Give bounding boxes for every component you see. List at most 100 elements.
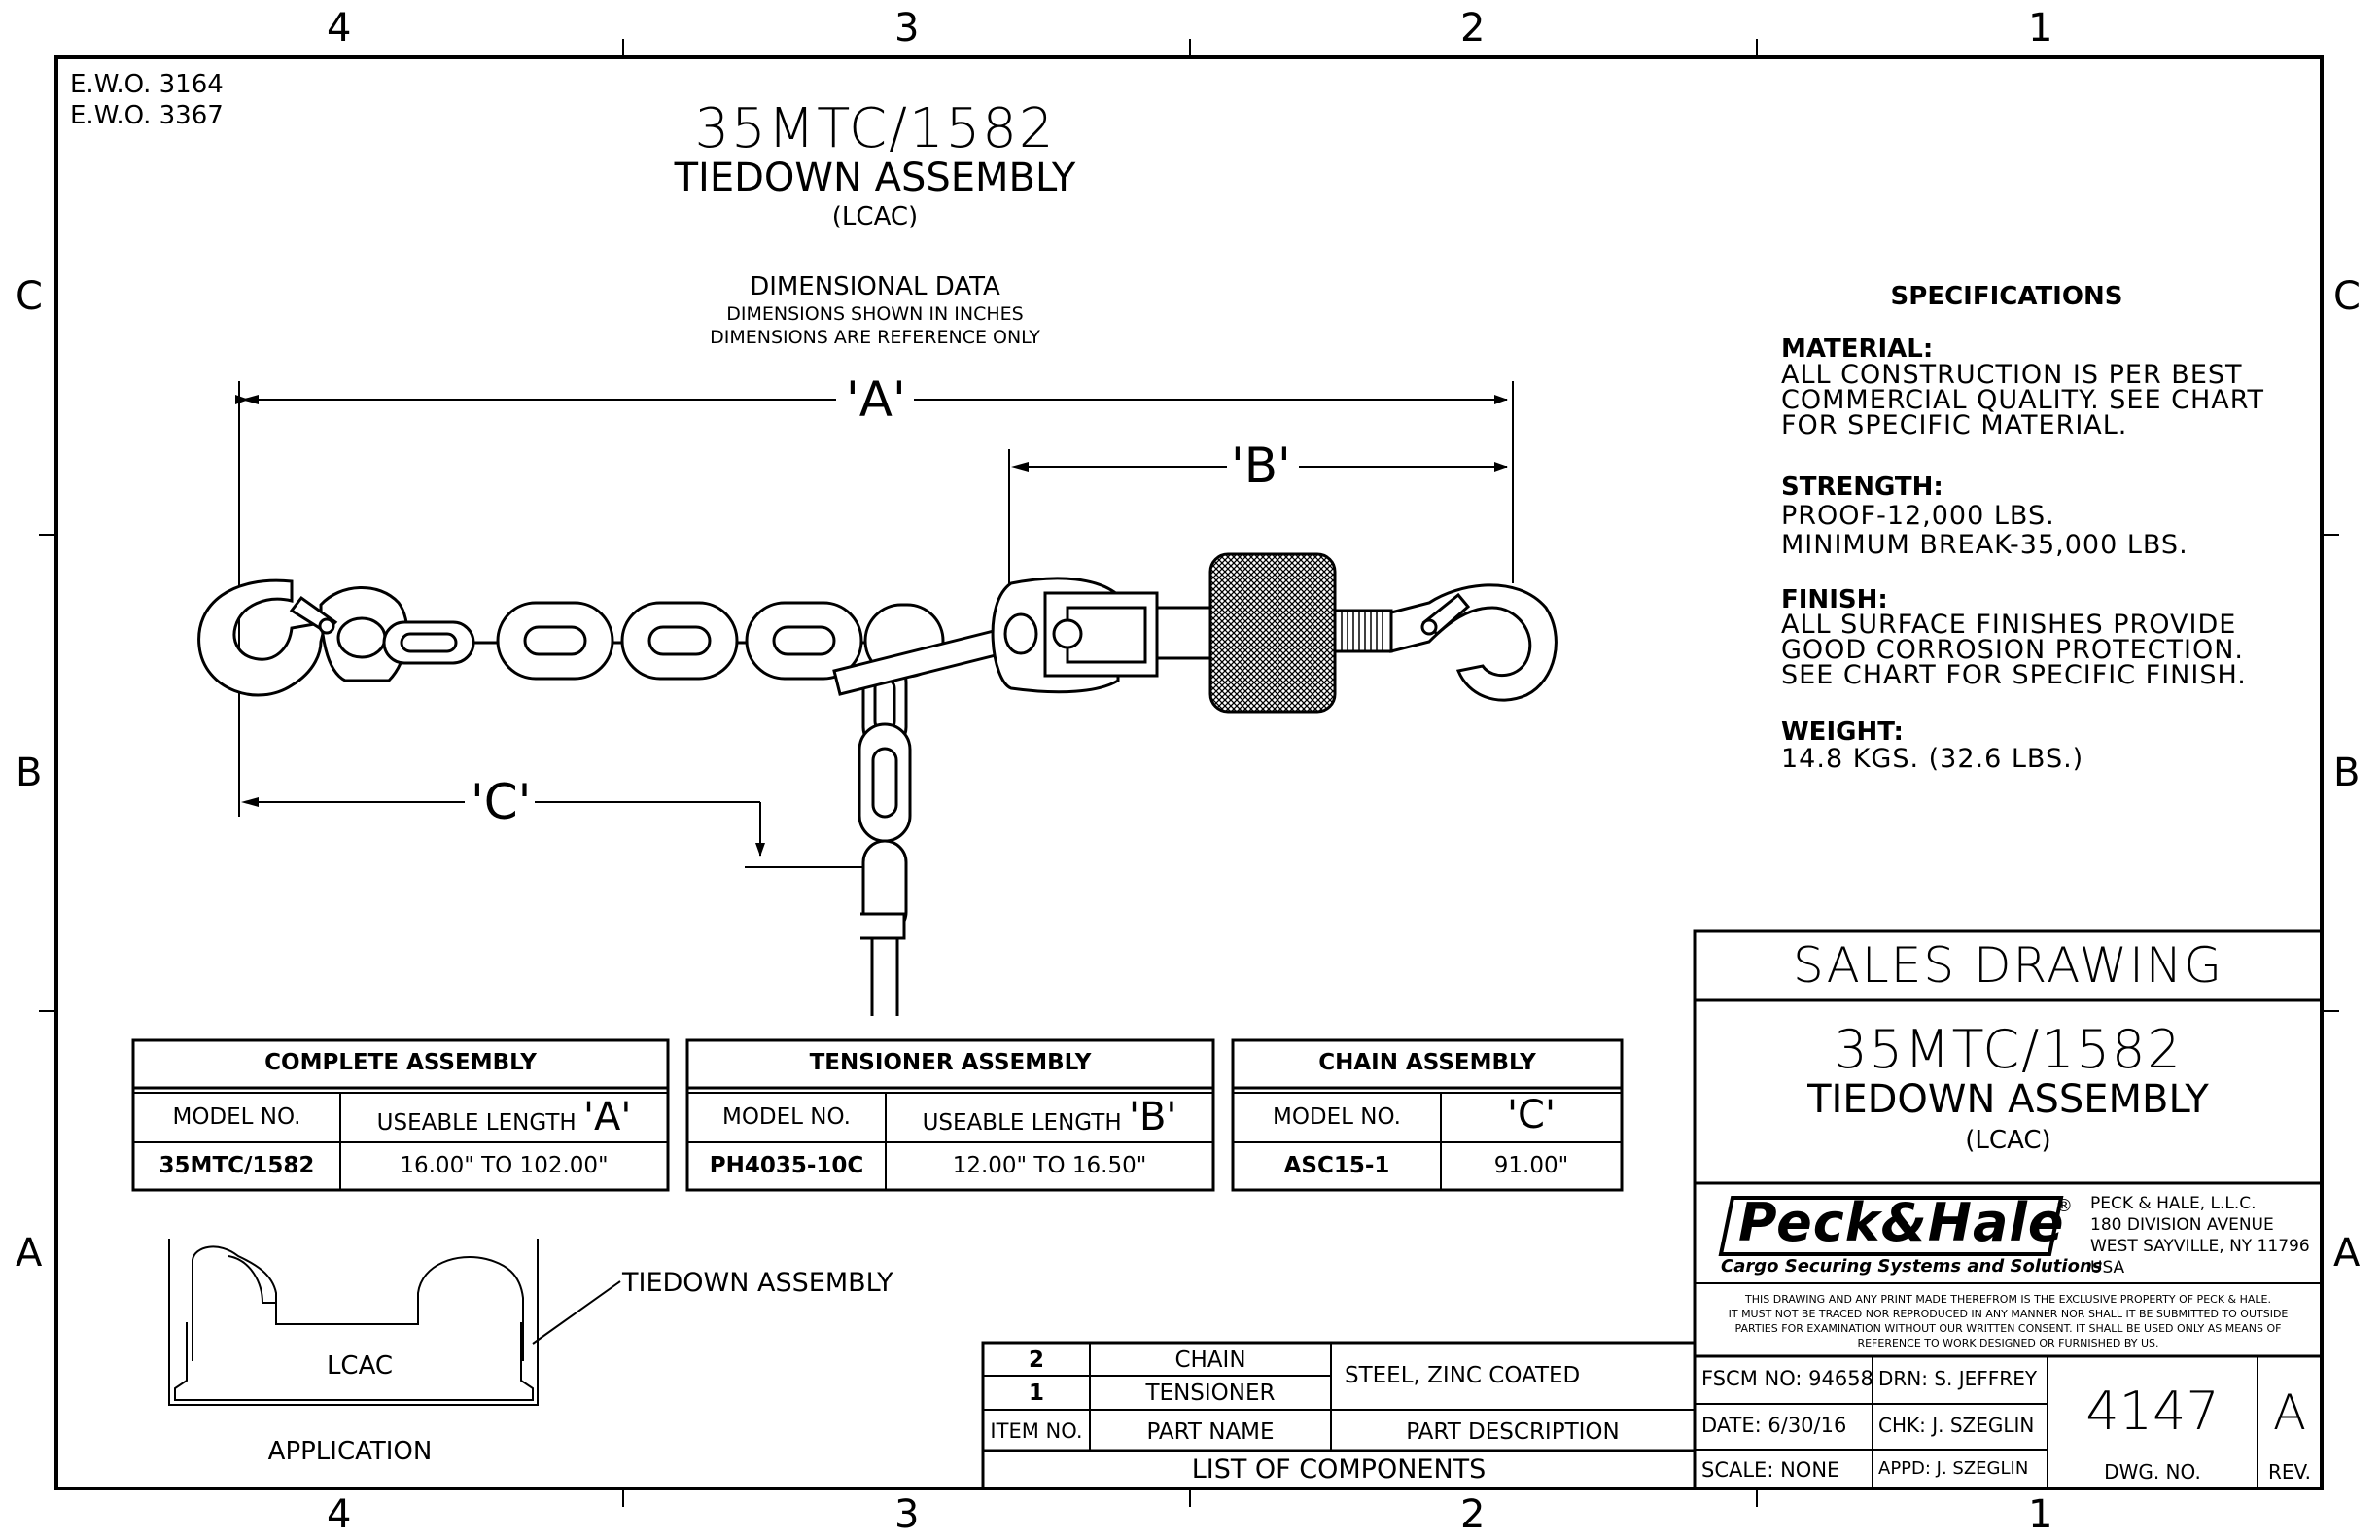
- tb-approved-by: APPD: J. SZEGLIN: [1878, 1458, 2029, 1479]
- zone-col-1-top: 1: [2028, 6, 2053, 51]
- chain-col-c-mark: 'C': [1507, 1093, 1556, 1138]
- zone-row-a-left: A: [16, 1231, 43, 1276]
- tensioner-model-value: PH4035-10C: [709, 1153, 864, 1178]
- tb-subtitle: (LCAC): [1965, 1126, 2051, 1155]
- component-name-2: CHAIN: [1174, 1348, 1246, 1373]
- tb-address-1: PECK & HALE, L.L.C.: [2090, 1194, 2257, 1213]
- dimensional-line-2: DIMENSIONS ARE REFERENCE ONLY: [710, 327, 1040, 348]
- ewo-line-1: E.W.O. 3164: [70, 70, 224, 99]
- tb-address-3: WEST SAYVILLE, NY 11796: [2090, 1237, 2310, 1256]
- tb-notice-3: PARTIES FOR EXAMINATION WITHOUT OUR WRIT…: [1734, 1322, 2282, 1335]
- spec-strength-2: MINIMUM BREAK-35,000 LBS.: [1781, 530, 2188, 560]
- title-block-lines: [1693, 929, 2324, 1490]
- zone-col-3-top: 3: [894, 6, 920, 51]
- tb-title: TIEDOWN ASSEMBLY: [1807, 1077, 2209, 1122]
- spec-weight: 14.8 KGS. (32.6 LBS.): [1781, 744, 2084, 774]
- tb-tagline: Cargo Securing Systems and Solutions: [1721, 1256, 2103, 1277]
- dim-label-b: 'B': [1231, 438, 1291, 494]
- application-label: APPLICATION: [267, 1437, 433, 1466]
- application-vehicle: LCAC: [326, 1351, 394, 1381]
- dimension-lines: [235, 381, 1514, 868]
- tb-notice-1: THIS DRAWING AND ANY PRINT MADE THEREFRO…: [1745, 1293, 2271, 1306]
- tb-logo-registered: ®: [2055, 1196, 2073, 1216]
- header-title: TIEDOWN ASSEMBLY: [674, 156, 1076, 200]
- zone-col-1-bottom: 1: [2028, 1492, 2053, 1537]
- application-callout: TIEDOWN ASSEMBLY: [622, 1268, 893, 1298]
- zone-row-b-right: B: [2333, 751, 2361, 795]
- zone-ticks: [39, 39, 2339, 1507]
- dim-label-c: 'C': [471, 774, 532, 830]
- zone-row-c-left: C: [16, 274, 43, 319]
- spec-finish-2: GOOD CORROSION PROTECTION.: [1781, 635, 2244, 665]
- spec-finish-heading: FINISH:: [1781, 585, 1888, 614]
- zone-col-2-top: 2: [1460, 6, 1486, 51]
- tensioner-col-model: MODEL NO.: [721, 1104, 851, 1130]
- zone-col-3-bottom: 3: [894, 1492, 920, 1537]
- chain-length-value: 91.00": [1493, 1153, 1569, 1178]
- chain-table-title: CHAIN ASSEMBLY: [1318, 1050, 1536, 1075]
- complete-col-model: MODEL NO.: [172, 1104, 301, 1130]
- tb-sales-drawing: SALES DRAWING: [1793, 937, 2223, 994]
- spec-finish-3: SEE CHART FOR SPECIFIC FINISH.: [1781, 660, 2247, 690]
- spec-material-heading: MATERIAL:: [1781, 334, 1934, 364]
- application-sketch: [168, 1239, 621, 1406]
- dimensional-title: DIMENSIONAL DATA: [750, 272, 1000, 301]
- zone-col-4-bottom: 4: [327, 1492, 352, 1537]
- tb-notice-2: IT MUST NOT BE TRACED NOR REPRODUCED IN …: [1728, 1308, 2289, 1320]
- spec-material-1: ALL CONSTRUCTION IS PER BEST: [1781, 360, 2243, 390]
- components-hdr-name: PART NAME: [1146, 1419, 1275, 1445]
- complete-col-length: USEABLE LENGTH 'A': [340, 1095, 668, 1139]
- component-name-1: TENSIONER: [1145, 1381, 1276, 1406]
- components-hdr-desc: PART DESCRIPTION: [1406, 1419, 1620, 1445]
- tensioner-col-length: USEABLE LENGTH 'B': [886, 1095, 1213, 1139]
- tensioner-length-value: 12.00" TO 16.50": [952, 1153, 1147, 1178]
- dimensional-line-1: DIMENSIONS SHOWN IN INCHES: [726, 303, 1024, 325]
- tb-model: 35MTC/1582: [1834, 1019, 2183, 1080]
- ewo-line-2: E.W.O. 3367: [70, 101, 224, 130]
- spec-weight-heading: WEIGHT:: [1781, 718, 1904, 747]
- tb-logo: Peck&Hale: [1738, 1192, 2065, 1253]
- tensioner-col-length-label: USEABLE LENGTH: [922, 1110, 1122, 1136]
- table-lines: [131, 1038, 1624, 1192]
- spec-title: SPECIFICATIONS: [1890, 282, 2123, 311]
- component-item-2: 2: [1028, 1348, 1044, 1373]
- zone-row-b-left: B: [16, 751, 43, 795]
- tb-notice-4: REFERENCE TO WORK DESIGNED OR FURNISHED …: [1857, 1337, 2159, 1349]
- arrow-heads: [241, 395, 1029, 807]
- tiedown-illustration: [197, 552, 1558, 1016]
- chain-model-value: ASC15-1: [1283, 1153, 1390, 1178]
- complete-model-value: 35MTC/1582: [158, 1153, 315, 1178]
- tb-address-4: USA: [2090, 1258, 2125, 1278]
- spec-material-2: COMMERCIAL QUALITY. SEE CHART: [1781, 385, 2265, 415]
- complete-length-value: 16.00" TO 102.00": [400, 1153, 609, 1178]
- tb-logo-text: Peck&Hale: [1738, 1192, 2065, 1253]
- tb-revision-label: REV.: [2268, 1460, 2311, 1484]
- component-item-1: 1: [1028, 1381, 1044, 1406]
- tb-revision: A: [2272, 1384, 2307, 1441]
- dim-label-a: 'A': [846, 371, 906, 428]
- spec-material-3: FOR SPECIFIC MATERIAL.: [1781, 410, 2128, 440]
- tb-drawing-number: 4147: [2085, 1381, 2220, 1442]
- tb-drawing-number-label: DWG. NO.: [2104, 1460, 2201, 1484]
- complete-col-length-mark: 'A': [583, 1095, 632, 1139]
- tb-checked-by: CHK: J. SZEGLIN: [1878, 1414, 2035, 1437]
- tb-drawn-by: DRN: S. JEFFREY: [1878, 1367, 2038, 1390]
- header-subtitle: (LCAC): [831, 202, 919, 231]
- zone-row-a-right: A: [2333, 1231, 2361, 1276]
- tb-address-2: 180 DIVISION AVENUE: [2090, 1215, 2274, 1235]
- tensioner-col-length-mark: 'B': [1128, 1095, 1177, 1139]
- zone-col-4-top: 4: [327, 6, 352, 51]
- complete-table-title: COMPLETE ASSEMBLY: [264, 1050, 537, 1075]
- components-title: LIST OF COMPONENTS: [1191, 1454, 1487, 1485]
- complete-col-length-label: USEABLE LENGTH: [376, 1110, 577, 1136]
- tensioner-table-title: TENSIONER ASSEMBLY: [809, 1050, 1092, 1075]
- chain-col-model: MODEL NO.: [1272, 1104, 1401, 1130]
- tb-date: DATE: 6/30/16: [1701, 1414, 1847, 1437]
- spec-strength-1: PROOF-12,000 LBS.: [1781, 501, 2055, 531]
- zone-row-c-right: C: [2333, 274, 2361, 319]
- tb-fscm: FSCM NO: 94658: [1701, 1367, 1873, 1390]
- spec-finish-1: ALL SURFACE FINISHES PROVIDE: [1781, 610, 2237, 640]
- logo-shape: [1718, 1196, 2064, 1256]
- header-model: 35MTC/1582: [694, 97, 1056, 160]
